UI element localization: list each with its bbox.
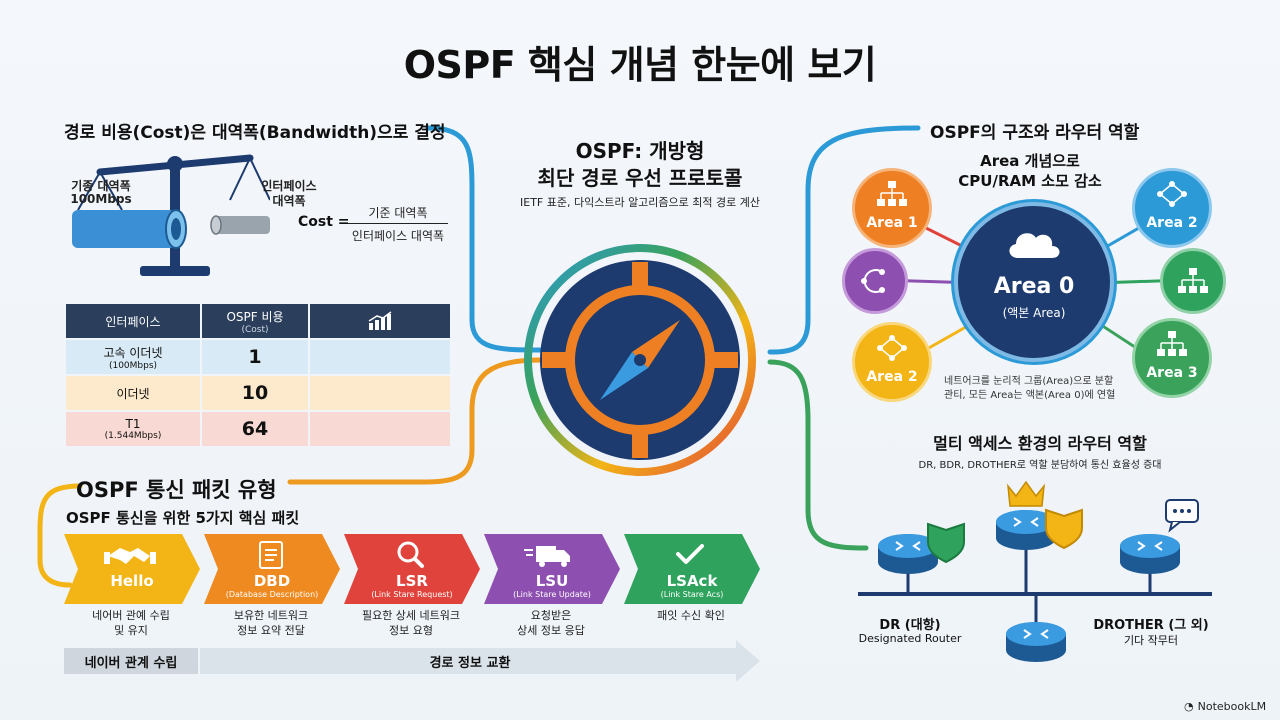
structure-heading: OSPF의 구조와 라우터 역할 [930,123,1140,143]
cost-value: 64 [202,412,308,446]
packets-subheading: OSPF 통신을 위한 5가지 핵심 패킷 [66,509,300,527]
area-1: Area 1 [852,168,932,248]
phase-exchange: 경로 정보 교환 [429,656,511,671]
cost-heading: 경로 비용(Cost)은 대역폭(Bandwidth)으로 결정 [64,123,446,143]
area-note-1: 네트어크를 눈리적 그룹(Area)으로 분할 [944,376,1114,387]
dr-sub: Designated Router [858,632,962,645]
shield-icon [927,522,965,564]
network-icon [877,335,907,361]
cost-value: 10 [202,376,308,410]
packet-sub: (Link Stare Request) [371,590,453,599]
phase-exchange-arrow [200,640,760,682]
area-0: Area 0 (액본 Area) [954,202,1114,362]
formula-numerator: 기준 대역폭 [368,206,428,220]
drother-sub: 기다 작무터 [1123,634,1179,647]
cost-value: 1 [202,340,308,374]
area-note-2: 관티, 모든 Area는 액본(Area 0)에 연혈 [944,390,1116,401]
network-icon [1157,181,1187,207]
table-cell-empty [310,412,450,446]
packet-hello: Hello [64,534,200,604]
table-row: 이더넷 [66,376,200,410]
packet-name: DBD [253,572,291,590]
table-header-interface: 인터페이스 [66,304,200,338]
packet-sub: (Link Stare Update) [513,590,591,599]
area-green [1160,248,1226,314]
phase-neighbor: 네이버 관계 수립 [64,648,198,674]
area-2-top: Area 2 [1132,168,1212,248]
area-title-2: CPU/RAM 소모 감소 [958,172,1102,190]
ref-bw-value: 100Mbps [70,192,132,206]
hierarchy-icon [877,181,907,206]
if-bw-label-2: 대역폭 [272,194,306,208]
multi-heading: 멀티 액세스 환경의 라우터 역할 [933,434,1147,453]
chart-up-icon [310,304,450,338]
table-cell-empty [310,340,450,374]
table-row: 고속 이더넷 (100Mbps) [66,340,200,374]
dr-name: DR (대항) [879,618,941,633]
packet-lsr: LSR (Link Stare Request) [344,534,480,604]
center-title-2: 최단 경로 우선 프로토콜 [537,166,743,190]
watermark: ◔ NotebookLM [1184,700,1267,713]
packet-desc: 패잇 수신 확인 [657,609,725,622]
packet-sub: (Database Description) [225,590,319,599]
packet-dbd: DBD (Database Description) [204,534,340,604]
ref-bw-label: 기종 대역폭 [71,179,131,193]
table-header-cost: OSPF 비용 (Cost) [202,304,308,338]
packet-sub: (Link Stare Acs) [660,590,724,599]
table-cell-empty [310,376,450,410]
drother-name: DROTHER (그 외) [1093,618,1209,633]
packet-lsu: LSU (Link Stare Update) [484,534,620,604]
center-title-1: OSPF: 개방형 [575,139,705,163]
cloud-icon [1009,233,1060,258]
router-icon [878,534,938,574]
notebooklm-icon: ◔ [1184,700,1194,713]
formula-bar [348,223,448,224]
packet-name: LSU [535,572,569,590]
compass-icon [524,244,756,476]
cost-table: 인터페이스 OSPF 비용 (Cost) 고속 이더넷 (100Mbps) 1 … [66,304,450,446]
formula-lhs: Cost = [298,214,350,230]
page-title: OSPF 핵심 개념 한눈에 보기 [403,43,877,87]
hierarchy-icon [1178,268,1208,293]
packet-lsack: LSAck (Link Stare Acs) [624,534,760,604]
packet-name: LSR [396,572,428,590]
area-purple [842,248,908,314]
hierarchy-icon [1157,331,1187,356]
table-row: T1 (1.544Mbps) [66,412,200,446]
center-subtitle: IETF 표준, 다익스트라 알고리즘으로 최적 경로 계산 [520,196,760,209]
scale-icon [72,154,270,276]
multi-subheading: DR, BDR, DROTHER로 역할 분담하여 통신 효율성 증대 [918,460,1162,471]
area-title-1: Area 개념으로 [980,152,1080,170]
area-3: Area 3 [1132,318,1212,398]
formula-denominator: 인터페이스 대역폭 [351,229,445,243]
packet-name: Hello [110,572,154,590]
router-network [858,480,1212,662]
packets-heading: OSPF 통신 패킷 유형 [76,478,277,502]
packet-name: LSAck [666,572,718,590]
cycle-icon [861,269,885,293]
if-bw-label-1: 인터페이스 [261,179,317,193]
area-2-bottom: Area 2 [852,322,932,402]
